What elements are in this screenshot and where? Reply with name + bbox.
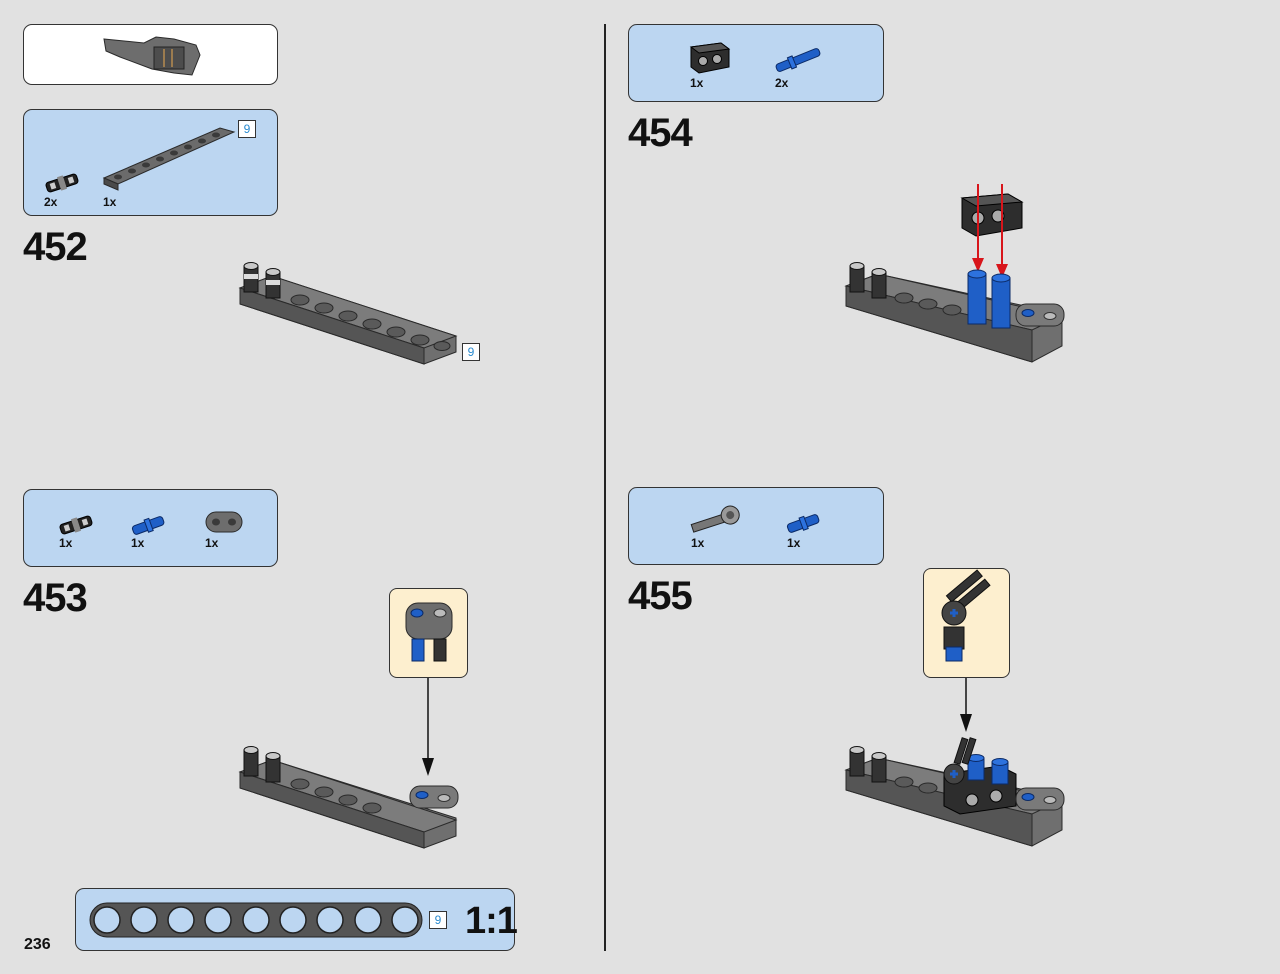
assembly-arrow xyxy=(960,678,972,732)
pin-connector-block-black-icon xyxy=(689,42,731,74)
beam-2-dark-gray-icon xyxy=(205,511,243,533)
axle-connector-gray-icon xyxy=(690,505,740,533)
friction-pin-black-icon xyxy=(265,268,281,299)
long-pin-blue-icon xyxy=(967,269,987,325)
part-qty: 1x xyxy=(103,195,117,209)
step-453-assembly xyxy=(238,746,459,849)
part-qty: 1x xyxy=(691,536,705,550)
length-badge: 9 xyxy=(429,911,447,929)
page-number: 236 xyxy=(24,936,51,953)
beam-9-dark-gray-icon xyxy=(102,127,236,191)
previous-submodel-box xyxy=(23,24,278,85)
part-qty: 1x xyxy=(205,536,219,550)
step-number-455: 455 xyxy=(628,574,693,618)
long-pin-blue-icon xyxy=(991,273,1011,329)
assembly-arrow xyxy=(422,678,434,776)
long-pin-blue-icon xyxy=(775,48,821,72)
page-divider xyxy=(604,24,606,951)
scale-reference-box: 9 1:1 xyxy=(75,888,518,951)
step-number-454: 454 xyxy=(628,111,693,155)
friction-pin-black-icon xyxy=(243,262,259,293)
step-455-assembly xyxy=(844,737,1065,847)
step-number-453: 453 xyxy=(23,576,88,620)
parts-list-454: 1x 2x xyxy=(628,24,884,102)
axle-pin-blue-icon xyxy=(131,516,165,535)
step-452-assembly xyxy=(238,262,458,365)
part-qty: 1x xyxy=(131,536,145,550)
step-number-452: 452 xyxy=(23,225,88,269)
parts-list-453: 1x 1x 1x xyxy=(23,489,278,567)
sub-assembly-callout-455 xyxy=(923,568,1010,678)
parts-list-455: 1x 1x xyxy=(628,487,884,565)
part-qty: 2x xyxy=(44,195,58,209)
pin-connector-block-black-icon xyxy=(960,193,1024,237)
part-qty: 1x xyxy=(690,76,704,90)
length-badge: 9 xyxy=(238,120,256,138)
axle-connector-with-pin-icon xyxy=(941,569,991,662)
beam-with-pins-icon xyxy=(405,602,453,662)
length-badge: 9 xyxy=(462,343,480,361)
parts-list-452: 2x 1x 9 xyxy=(23,109,278,216)
axle-connector-gray-icon xyxy=(943,737,977,785)
friction-pin-black-icon xyxy=(59,515,93,535)
part-qty: 1x xyxy=(787,536,801,550)
submodel-assembly-icon xyxy=(103,36,201,76)
friction-pin-black-icon xyxy=(45,173,79,193)
part-qty: 1x xyxy=(59,536,73,550)
part-qty: 2x xyxy=(775,76,789,90)
sub-assembly-callout-453 xyxy=(389,588,468,678)
scale-label: 1:1 xyxy=(465,900,518,942)
step-454-assembly xyxy=(844,184,1065,363)
beam-9-scale-icon xyxy=(89,902,423,938)
insert-arrow-red xyxy=(972,184,1008,278)
axle-pin-blue-icon xyxy=(786,514,820,533)
